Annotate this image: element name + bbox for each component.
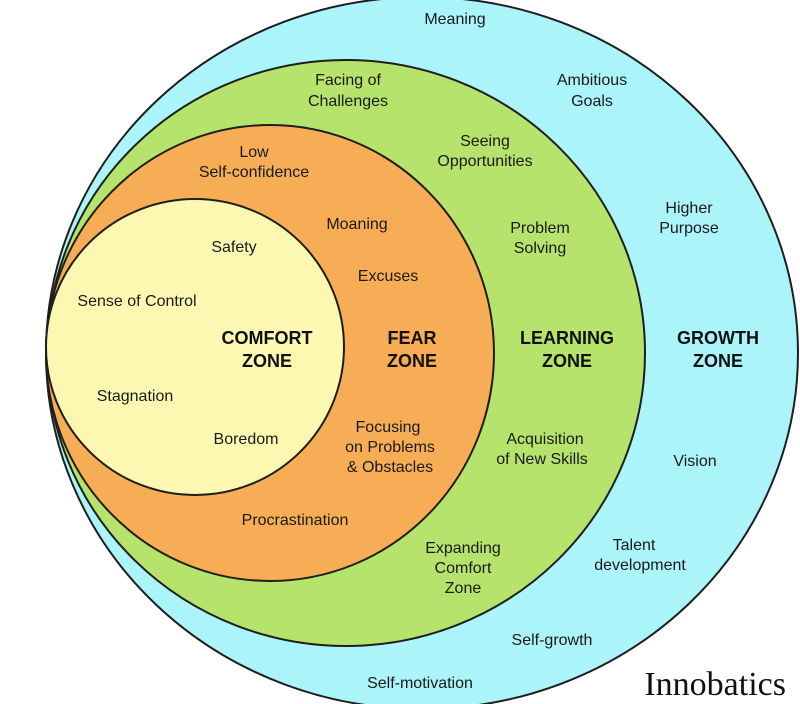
comfort-item-sense-of-control: Sense of Control <box>77 293 196 310</box>
comfort-item-boredom: Boredom <box>214 431 279 448</box>
growth-item-self-growth: Self-growth <box>512 632 593 649</box>
comfort-item-safety: Safety <box>211 239 256 256</box>
credit-watermark: Innobatics <box>644 666 786 703</box>
growth-item-meaning: Meaning <box>424 11 485 28</box>
fear-item-moaning: Moaning <box>326 216 387 233</box>
comfort-zone-circle <box>45 198 345 496</box>
comfort-item-stagnation: Stagnation <box>97 388 174 405</box>
growth-item-vision: Vision <box>673 453 716 470</box>
growth-item-self-motivation: Self-motivation <box>367 675 473 692</box>
fear-item-excuses: Excuses <box>358 268 418 285</box>
fear-item-procrastination: Procrastination <box>242 512 349 529</box>
